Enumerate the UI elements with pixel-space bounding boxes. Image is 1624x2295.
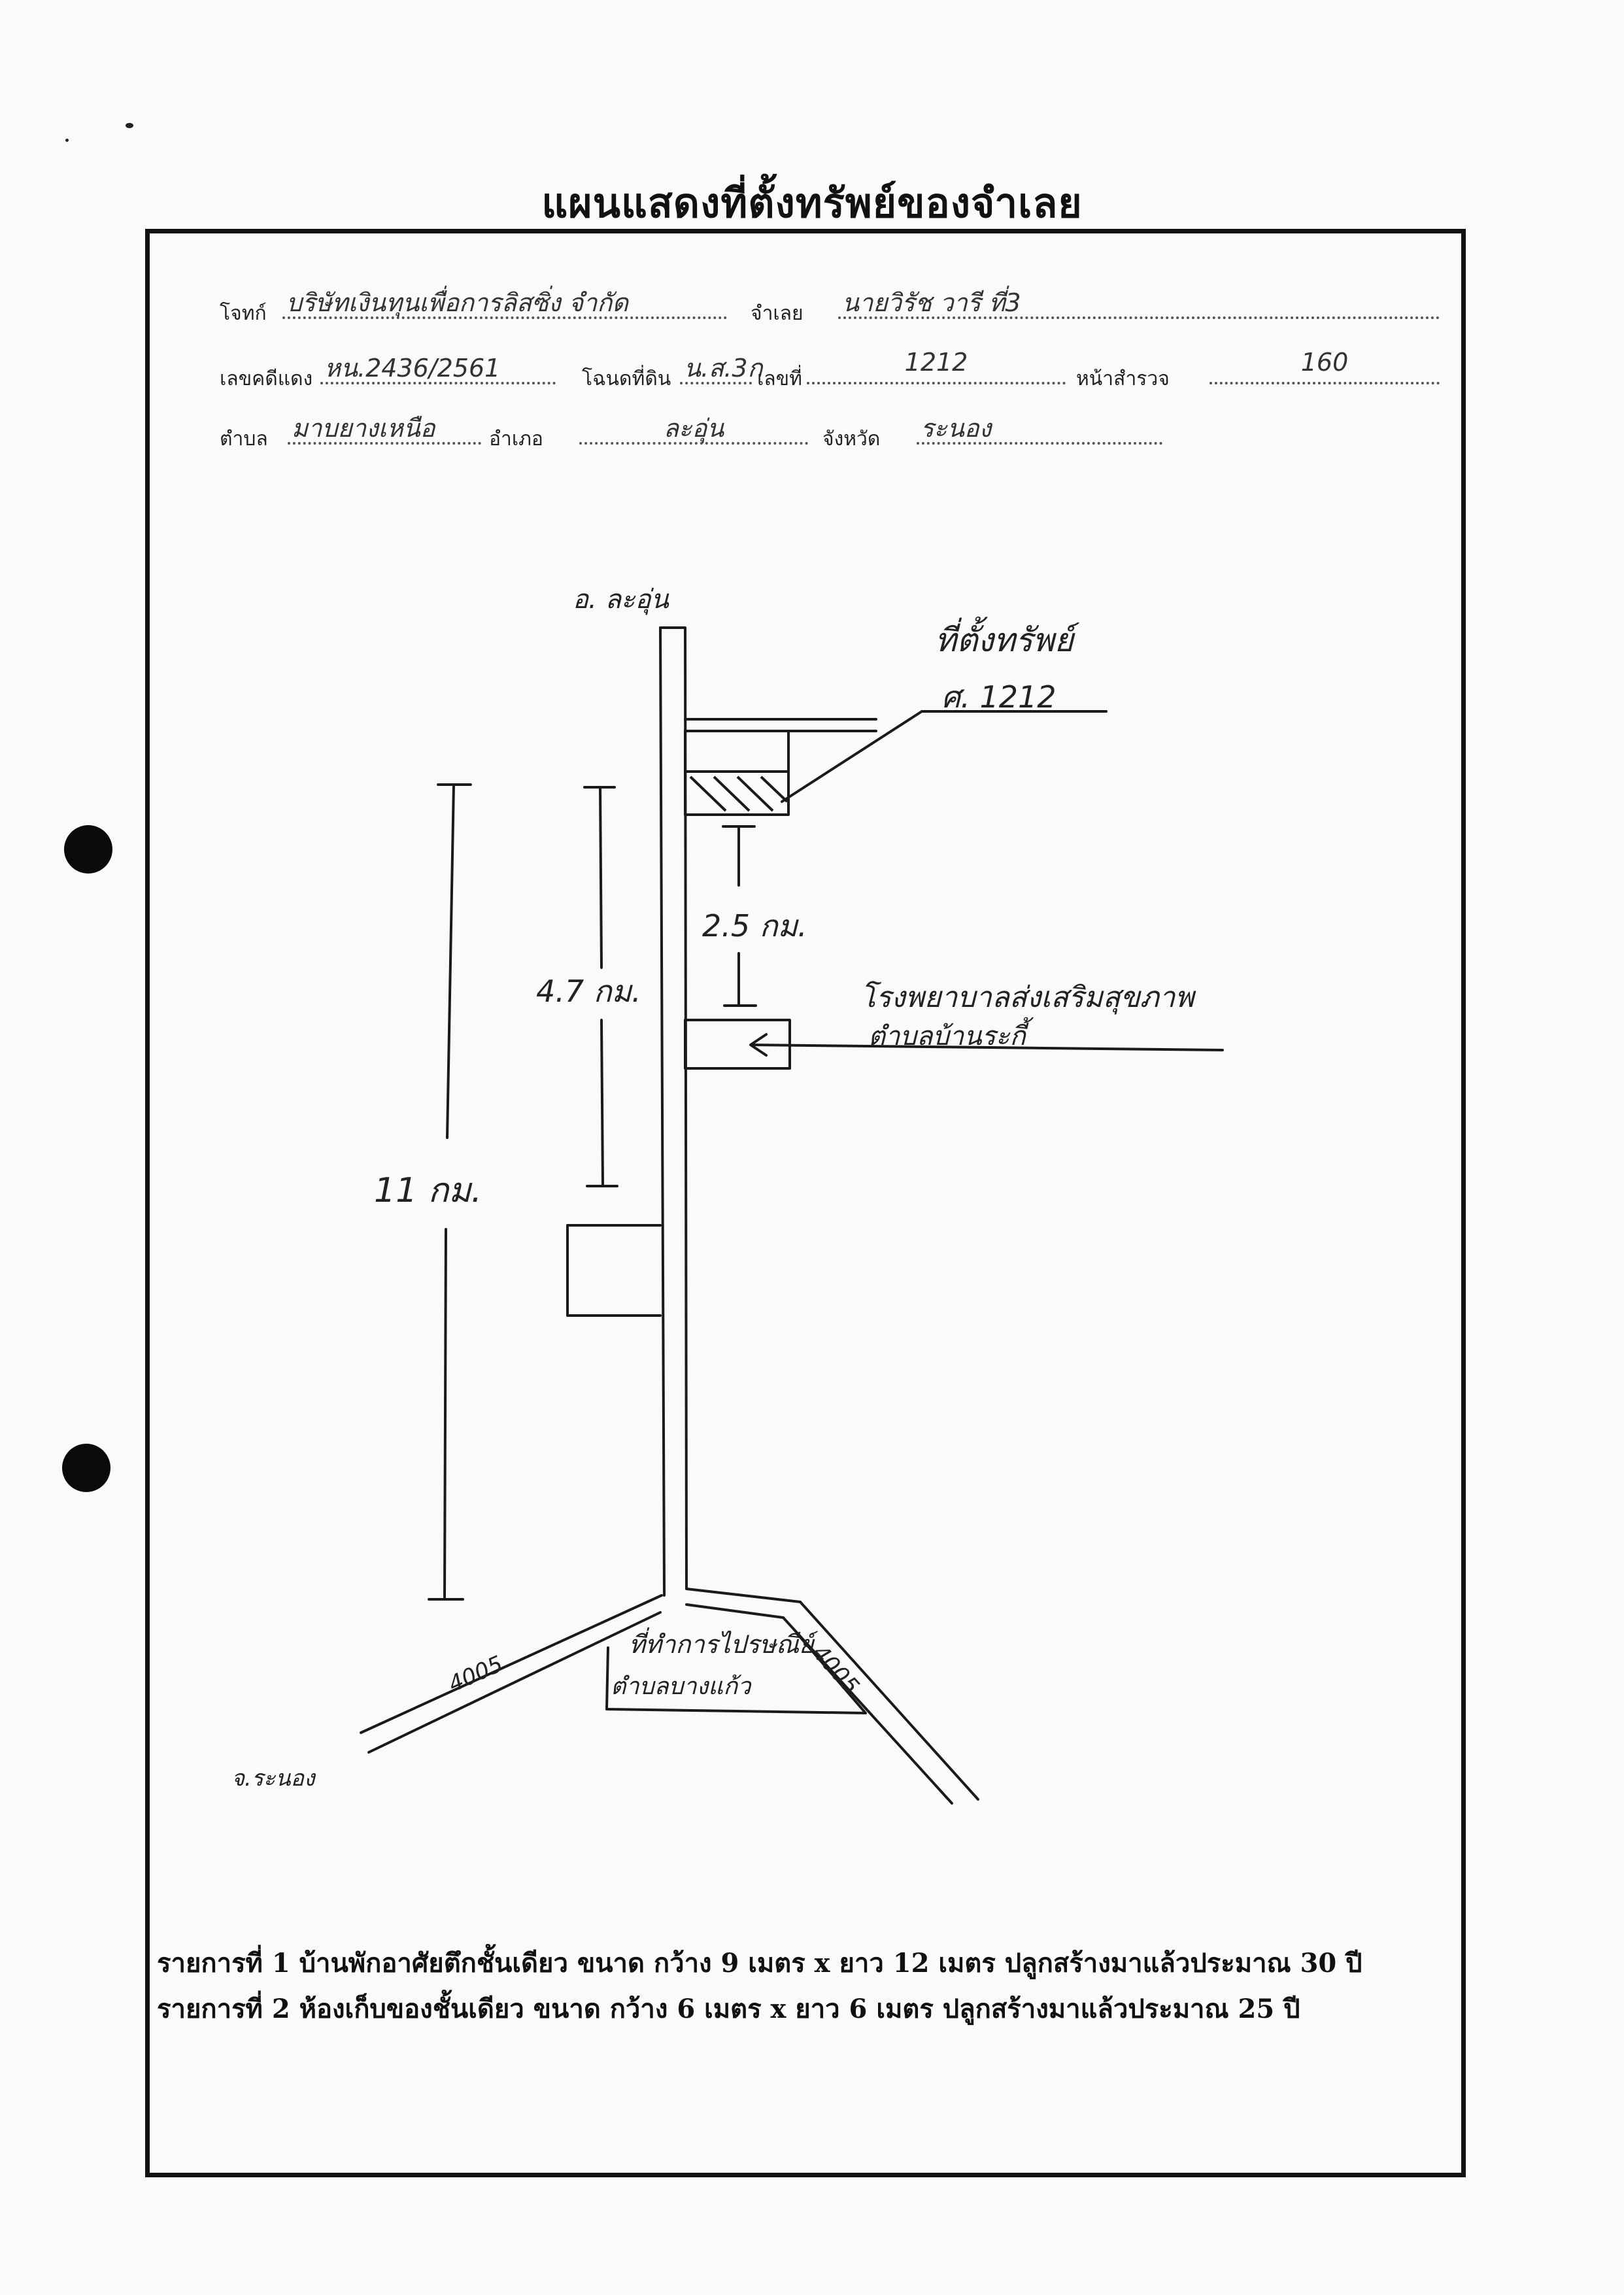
province-label: จังหวัด [822,428,881,450]
province-value: ระนอง [917,408,1162,445]
property-leader-line [781,710,923,803]
survey-page-value: 160 [1210,348,1440,384]
speck-mark [65,139,69,142]
main-road-left-edge [659,626,666,1597]
dim-mid-vertical [599,786,603,969]
property-hatch [689,775,788,812]
hospital-label-line2: ตำบลบ้านระกี้ [868,1021,1026,1051]
deed-label: โฉนดที่ดิน [582,367,671,390]
dim-long-vertical [446,783,455,1139]
district-label: อำเภอ [489,428,543,450]
road-right-upper-edge [685,1588,802,1603]
plaintiff-value: บริษัทเงินทุนเพื่อการลิสซิ่ง จำกัด [282,282,727,319]
road-right-upper-edge [799,1601,979,1801]
junction-label-line2: ตำบลบางแก้ว [611,1673,751,1700]
province-road-label: จ.ระนอง [231,1765,315,1792]
road-right-lower-edge [685,1603,785,1619]
hospital-label-line1: โรงพยาบาลส่งเสริมสุขภาพ [860,981,1194,1014]
district-value: ละอุ่น [579,408,808,445]
top-road-label: อ. ละอุ่น [573,585,669,615]
case-number-value: หน.2436/2561 [320,348,556,384]
dim-long-label: 11 กม. [374,1171,482,1210]
subdistrict-value: มาบยางเหนือ [288,408,481,445]
defendant-value: นายวิรัช วารี ที่3 [838,282,1440,319]
subdistrict-label: ตำบล [220,428,268,450]
dim-long-vertical [443,1228,447,1599]
survey-page-label: หน้าสำรวจ [1076,367,1170,390]
plaintiff-label: โจทก์ [220,302,267,325]
punch-hole-bottom [62,1444,110,1492]
punch-hole-top [64,825,112,874]
deed-type-value: น.ส.3ก [680,348,763,384]
property-deed-label: ศ. 1212 [941,679,1057,715]
road-left-upper-edge [360,1594,663,1734]
document-frame [145,229,1466,2177]
number-label: เลขที่ [757,367,802,390]
property-note-label: ที่ตั้งทรัพย์ [935,621,1074,659]
document-title: แผนแสดงที่ตั้งทรัพย์ของจำเลย [541,179,1083,227]
junction-label-line1: ที่ทำการไปรษณีย์ [629,1630,814,1659]
speck-mark [126,123,133,128]
road-left-lower-edge [367,1611,662,1754]
item-2-description: รายการที่ 2 ห้องเก็บของชั้นเดียว ขนาด กว… [157,1994,1300,2024]
side-parcel [566,1224,662,1317]
hospital-arrow-line [751,1044,1224,1051]
junction-landmark [605,1636,867,1714]
defendant-label: จำเลย [751,302,804,325]
item-1-description: รายการที่ 1 บ้านพักอาศัยตึกชั้นเดียว ขนา… [157,1948,1362,1979]
dim-mid-label: 4.7 กม. [536,974,641,1009]
number-value: 1212 [807,348,1066,384]
dim-mid-vertical [600,1019,604,1186]
dim-short-label: 2.5 กม. [702,908,807,944]
case-number-label: เลขคดีแดง [220,367,313,390]
hospital-arrow-head [749,1033,768,1057]
